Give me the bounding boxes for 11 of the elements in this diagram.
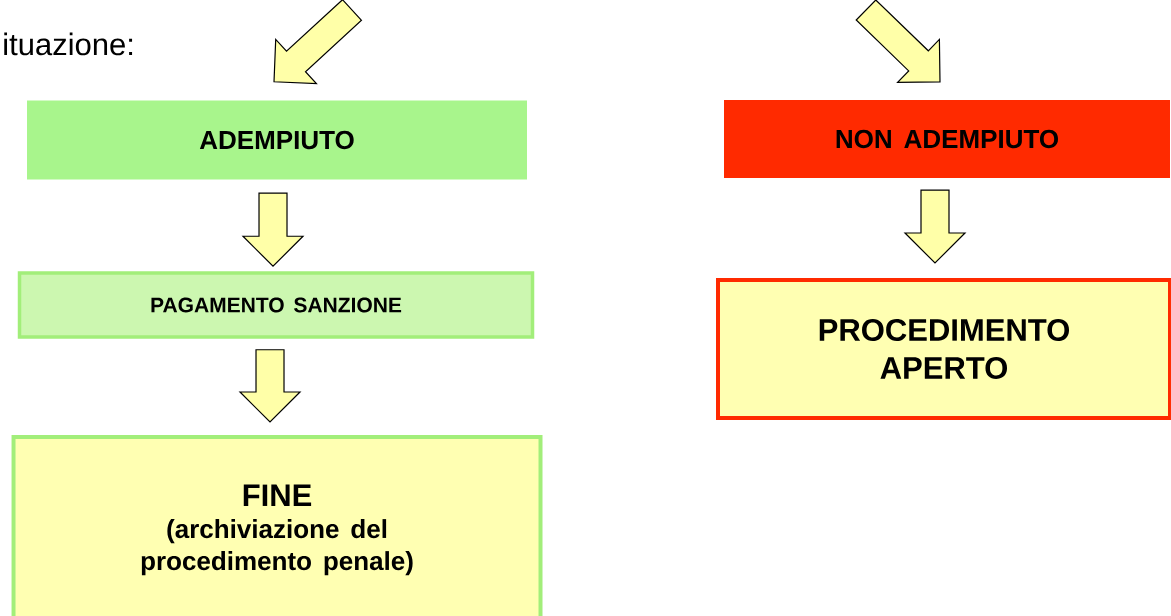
result-box: PROCEDIMENTO APERTO [716, 278, 1171, 420]
block-arrow [238, 349, 302, 423]
status-box: NON ADEMPIUTO [724, 100, 1170, 178]
status-box: ADEMPIUTO [27, 100, 527, 180]
block-arrow [273, 0, 363, 85]
process-box: PAGAMENTO SANZIONE [17, 271, 535, 339]
block-arrow [855, 0, 941, 83]
partial-text: ituazione: [4, 32, 133, 56]
block-arrow [241, 192, 305, 268]
result-box: FINE (archiviazione del procedimento penale) [11, 435, 543, 616]
block-arrow [903, 189, 967, 264]
